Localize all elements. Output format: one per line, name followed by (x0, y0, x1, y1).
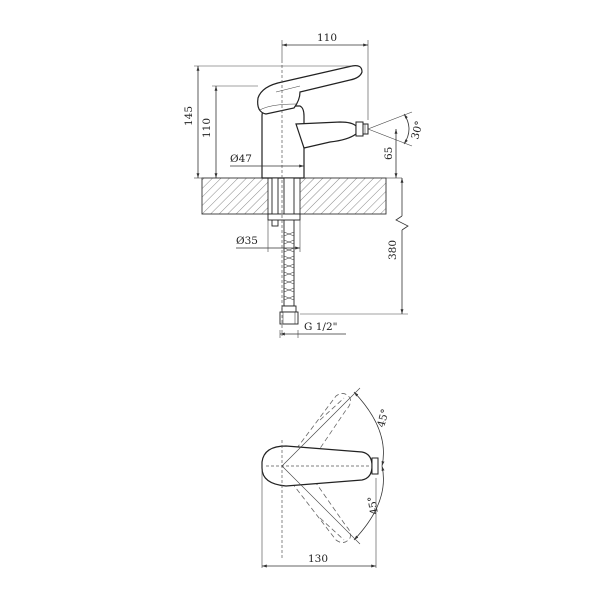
dim-depth: 130 (308, 553, 328, 565)
top-view: 45° 45° 130 (261, 387, 392, 568)
spout (295, 121, 357, 149)
dim-width-top: 110 (317, 32, 337, 44)
dim-spout-angle: 30° (409, 120, 425, 141)
dim-shank-diameter: Ø35 (236, 235, 258, 247)
dim-angle-upper: 45° (375, 408, 391, 429)
hose-braid (283, 231, 295, 301)
top-nozzle (371, 457, 379, 475)
dim-angle-lower: 45° (366, 495, 381, 515)
dim-base-diameter: Ø47 (230, 153, 252, 165)
dim-hose-length: 380 (387, 240, 399, 260)
threaded-rod (271, 177, 279, 227)
lever-handle (257, 65, 363, 115)
mounting-nut (267, 213, 301, 221)
dim-spout-height: 65 (383, 147, 395, 160)
lever-ghost-lower (281, 459, 351, 543)
side-view: 110 145 110 Ø47 30° 65 380 Ø35 (183, 32, 426, 338)
spout-nozzle (355, 121, 364, 137)
hose-fitting (281, 305, 297, 313)
dim-height-total: 145 (183, 106, 195, 126)
dim-thread: G 1/2" (304, 321, 337, 333)
faucet-body (261, 105, 305, 179)
dim-height-body: 110 (201, 118, 213, 138)
